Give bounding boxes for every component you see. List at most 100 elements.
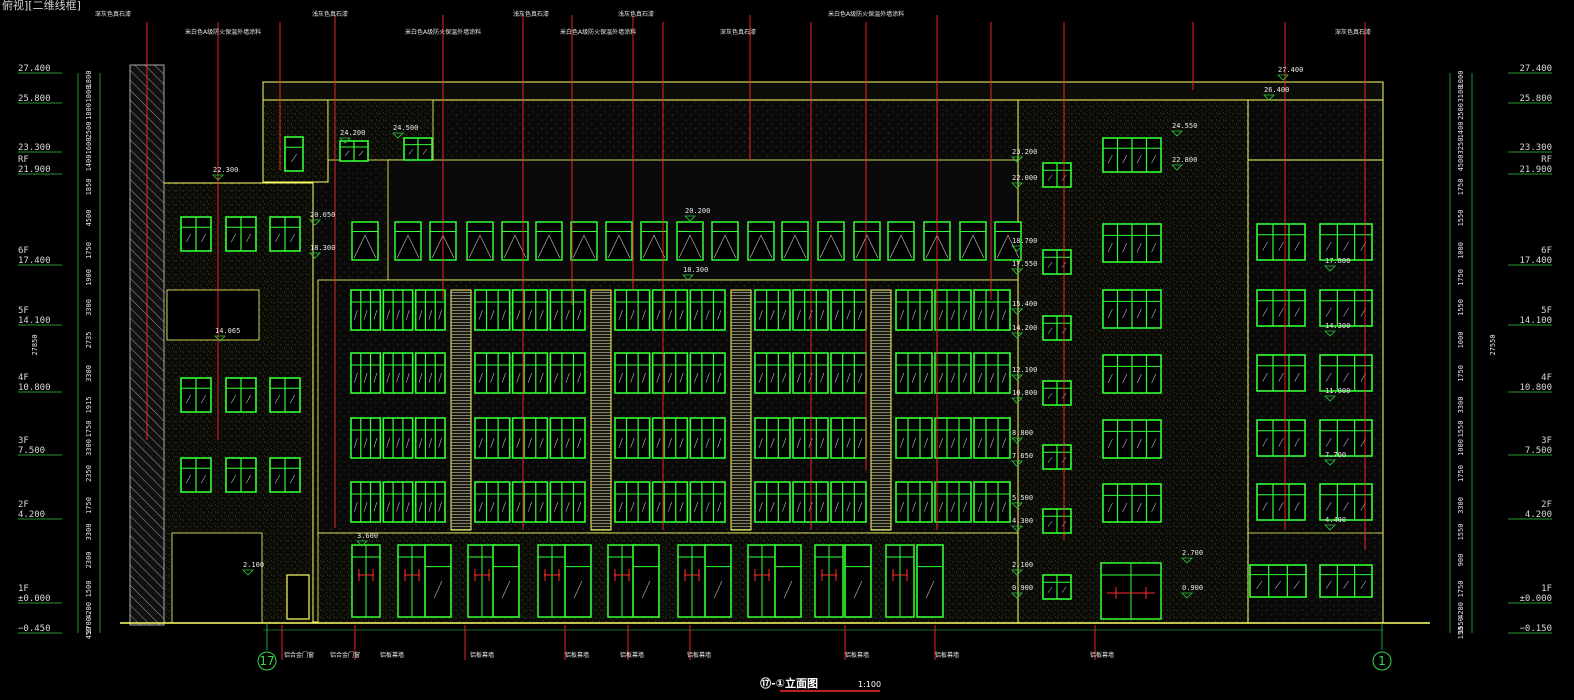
dimension-text: 1750: [85, 497, 93, 514]
level-elevation: 21.900: [18, 165, 51, 175]
ribbon-window: [792, 352, 829, 394]
drawing-title: ⑰-①立面图 1:100: [760, 676, 881, 692]
side-door: [286, 574, 310, 620]
dimension-text: 1400: [85, 155, 93, 172]
inner-elevation: 22.000: [1012, 174, 1037, 182]
level-elevation: 10.800: [18, 383, 51, 393]
level-elevation: 10.800: [1519, 383, 1552, 393]
inner-elevation: 12.100: [1012, 366, 1037, 374]
ribbon-window: [549, 481, 586, 523]
entrance-door: [1100, 562, 1162, 620]
ribbon-window: [414, 417, 446, 459]
ribbon-window: [382, 417, 414, 459]
ribbon-window: [754, 352, 791, 394]
ribbon-window: [651, 289, 689, 331]
material-note-bottom: 铝板幕墙: [845, 651, 869, 659]
inner-elevation: 24.550: [1172, 122, 1197, 130]
clerestory-window: [605, 221, 633, 261]
clerestory-window: [394, 221, 422, 261]
ribbon-window: [895, 481, 933, 523]
inner-elevation: 2.700: [1182, 549, 1203, 557]
ribbon-window: [895, 352, 933, 394]
ground-door: [537, 544, 567, 618]
level-elevation: 23.300: [18, 143, 51, 153]
dimension-text: 3300: [1457, 497, 1465, 514]
ribbon-window: [973, 417, 1011, 459]
level-elevation: 4.200: [1525, 510, 1552, 520]
level-name: 2F: [18, 500, 29, 510]
level-elevation: 23.300: [1519, 143, 1552, 153]
clerestory-window: [351, 221, 379, 261]
dimension-text: 1750: [1457, 465, 1465, 482]
level-elevation: 25.800: [1519, 94, 1552, 104]
annotation-notes: 深灰色真石漆米白色A级防火保温外墙涂料浅灰色真石漆米白色A级防火保温外墙涂料浅灰…: [95, 10, 1371, 659]
level-elevation: 14.100: [18, 316, 51, 326]
axis-17: 17: [257, 623, 277, 671]
level-name: RF: [18, 155, 29, 165]
left-wing-window: [180, 377, 212, 413]
ribbon-window: [549, 289, 586, 331]
inner-elevation: 22.300: [213, 166, 238, 174]
clerestory-window: [676, 221, 704, 261]
ribbon-window: [474, 481, 511, 523]
ribbon-window: [511, 352, 549, 394]
level-name: 1F: [18, 584, 29, 594]
dimension-text: 1000: [1457, 71, 1465, 88]
left-wing-window: [180, 457, 212, 493]
material-note: 米白色A级防火保温外墙涂料: [405, 28, 481, 36]
dimension-text: 2500: [1457, 103, 1465, 120]
level-elevation: 21.900: [1519, 165, 1552, 175]
clerestory-window: [959, 221, 987, 261]
ribbon-window: [934, 352, 972, 394]
ribbon-window: [382, 289, 414, 331]
ribbon-window: [934, 481, 972, 523]
dimension-text: 1500: [85, 581, 93, 598]
louver-column: [870, 289, 892, 531]
end-block-window: [1256, 419, 1306, 457]
end-block-window: [1319, 483, 1373, 521]
ribbon-window: [474, 352, 511, 394]
inner-elevation: 5.500: [1012, 494, 1033, 502]
material-note-bottom: 铝板幕墙: [935, 651, 959, 659]
inner-elevation: 15.400: [1012, 300, 1037, 308]
dimension-text: 1750: [1457, 365, 1465, 382]
material-note-bottom: 铝板幕墙: [380, 651, 404, 659]
clerestory-window: [853, 221, 881, 261]
dimension-text: 2500: [85, 122, 93, 139]
tower-window: [403, 137, 433, 161]
inner-elevation: 0.900: [1182, 584, 1203, 592]
ground-door: [814, 544, 844, 618]
ribbon-window: [511, 289, 549, 331]
ground-window: [704, 544, 732, 618]
ribbon-window: [614, 289, 651, 331]
ribbon-window: [973, 289, 1011, 331]
clerestory-window: [501, 221, 529, 261]
axis-1: 1: [1372, 623, 1392, 671]
left-wing-window: [269, 457, 301, 493]
stair-window: [1042, 444, 1072, 470]
end-block-window: [1319, 354, 1373, 392]
right-block-window: [1102, 354, 1162, 394]
end-block-window: [1256, 354, 1306, 392]
left-wing-window: [269, 377, 301, 413]
material-note: 米白色A级防火保温外墙涂料: [185, 28, 261, 36]
left-wing-window: [225, 216, 257, 252]
ground-window: [916, 544, 944, 618]
material-note-bottom: 铝板幕墙: [620, 651, 644, 659]
dimension-text: 1750: [1457, 581, 1465, 598]
ribbon-window: [614, 352, 651, 394]
material-note: 深灰色真石漆: [1335, 28, 1371, 36]
material-note: 米白色A级防火保温外墙涂料: [828, 10, 904, 18]
stair-window: [1042, 380, 1072, 406]
level-elevation: 7.500: [18, 446, 45, 456]
dimension-text: 3300: [85, 299, 93, 316]
clerestory-window: [994, 221, 1022, 261]
stair-window: [1042, 249, 1072, 275]
ground-door: [397, 544, 427, 618]
ground-door: [677, 544, 707, 618]
level-elevation: 25.800: [18, 94, 51, 104]
ground-door: [607, 544, 637, 618]
inner-elevation: 17.550: [1012, 260, 1037, 268]
inner-elevation: 24.500: [393, 124, 418, 132]
inner-elevation: 14.200: [1012, 324, 1037, 332]
